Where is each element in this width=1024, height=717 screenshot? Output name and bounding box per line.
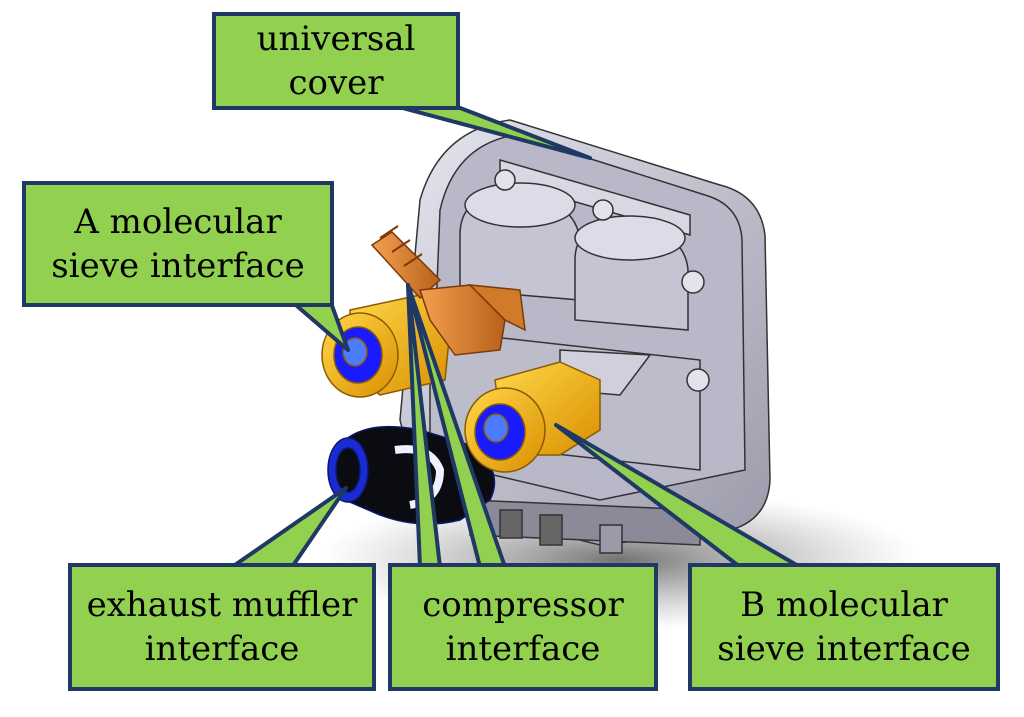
callout-b-molecular-sieve-interface: B molecular sieve interface bbox=[688, 563, 1000, 691]
callout-b-sieve-label: B molecular sieve interface bbox=[717, 585, 971, 669]
pointer-a-sieve bbox=[288, 298, 350, 352]
b-sieve-fitting bbox=[464, 361, 601, 473]
a-sieve-fitting bbox=[321, 294, 451, 398]
callout-exhaust-label: exhaust muffler interface bbox=[86, 585, 358, 669]
callout-a-sieve-label: A molecular sieve interface bbox=[51, 202, 305, 286]
callout-a-molecular-sieve-interface: A molecular sieve interface bbox=[22, 181, 334, 307]
callout-pointers bbox=[230, 104, 802, 569]
callout-universal-cover: universal cover bbox=[212, 12, 460, 110]
callout-exhaust-muffler-interface: exhaust muffler interface bbox=[68, 563, 376, 691]
callout-compressor-label: compressor interface bbox=[422, 585, 624, 669]
callout-universal-cover-label: universal cover bbox=[256, 19, 416, 103]
compressor-fitting bbox=[370, 225, 526, 356]
callout-compressor-interface: compressor interface bbox=[388, 563, 658, 691]
